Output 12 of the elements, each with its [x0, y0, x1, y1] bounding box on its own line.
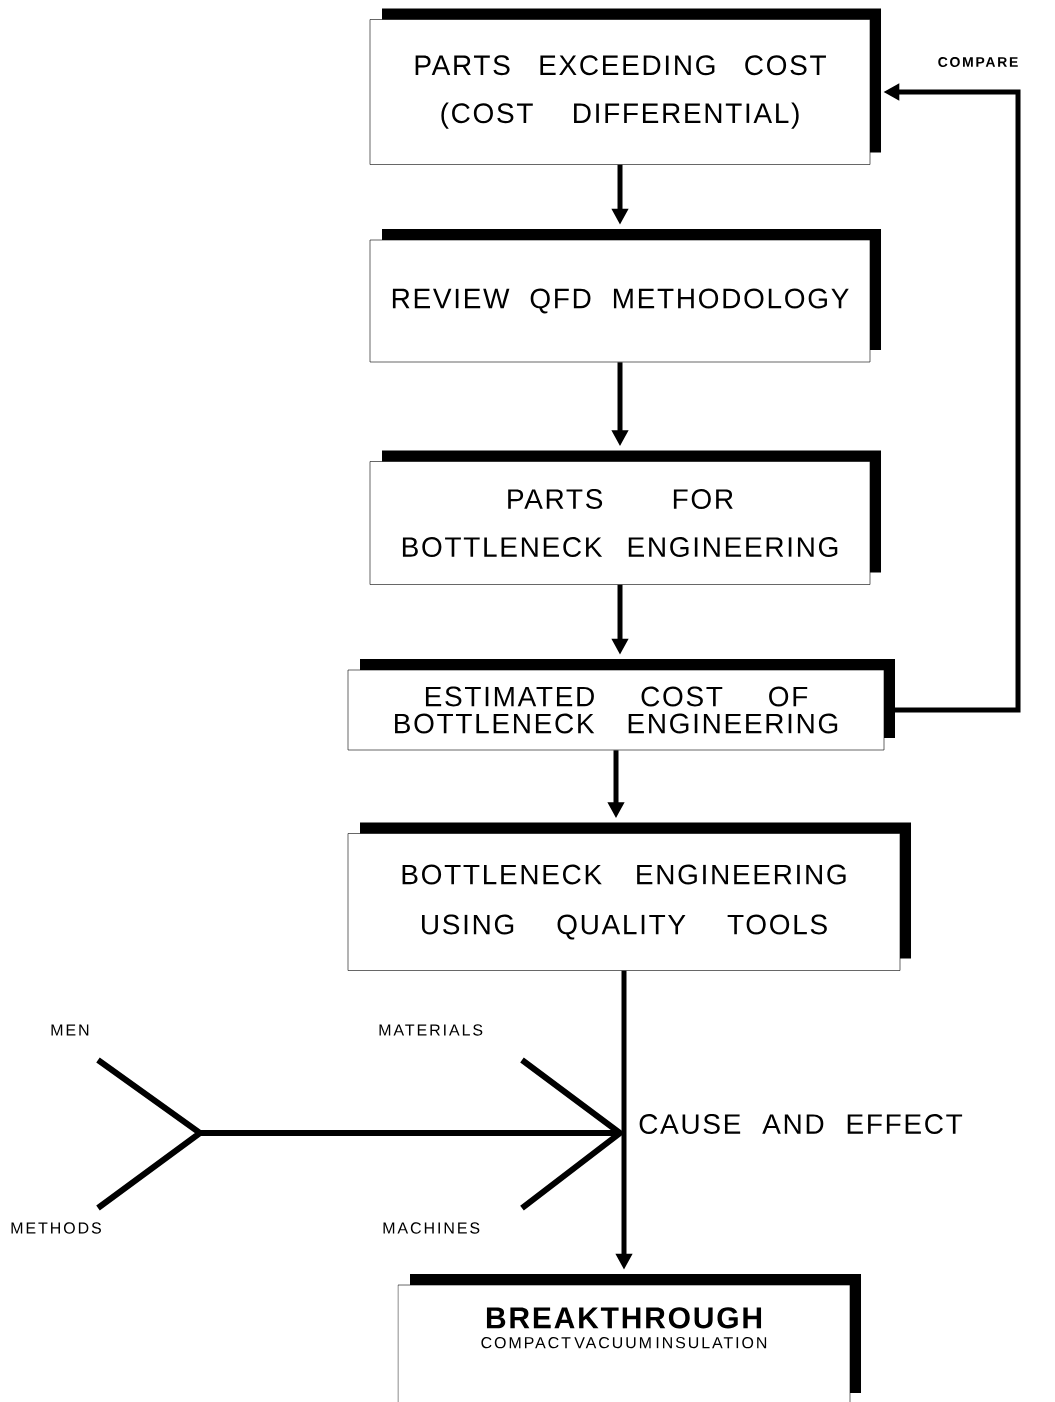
- cause-label: MEN: [51, 1024, 89, 1036]
- cause-label: METHODS: [11, 1222, 101, 1234]
- edge-label: COMPARE: [938, 57, 1018, 67]
- process-box: PARTS FOR BOTTLENECK ENGINEERING: [369, 450, 881, 585]
- cause-label: MACHINES: [383, 1222, 480, 1234]
- process-box: BOTTLENECK ENGINEERING USING QUALITY TOOLS: [347, 822, 911, 971]
- process-box: REVIEW QFD METHODOLOGY: [369, 229, 881, 363]
- process-box: ESTIMATED COST OF BOTTLENECK ENGINEERING: [347, 659, 895, 751]
- cause-label: MATERIALS: [379, 1024, 483, 1036]
- process-box: PARTS EXCEEDING COST (COST DIFFERENTIAL): [369, 8, 881, 165]
- process-box: BREAKTHROUGH COMPACT VACUUM INSULATION: [397, 1274, 861, 1402]
- caption-text: CAUSE AND EFFECT: [639, 1114, 963, 1134]
